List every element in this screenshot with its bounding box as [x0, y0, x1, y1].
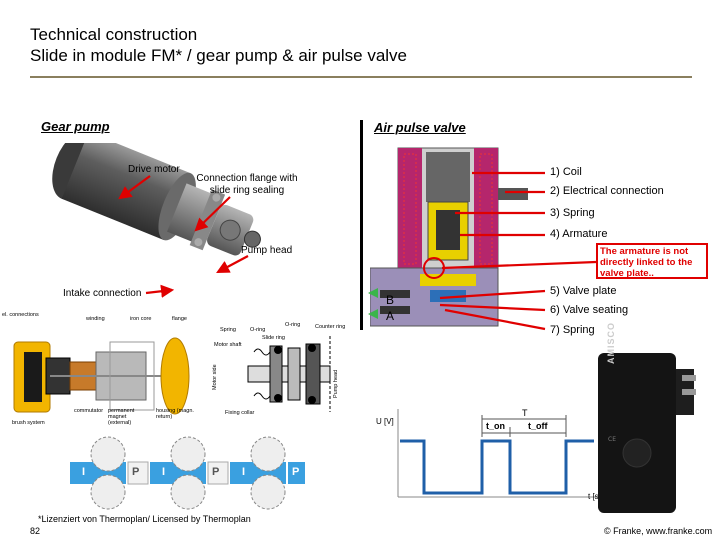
- seal-label-motor-shaft: Motor shaft: [214, 342, 242, 348]
- section-separator: [360, 120, 363, 330]
- seal-label-slide-ring: Slide ring: [262, 335, 285, 341]
- product-brand-label: AMISCO: [606, 322, 616, 364]
- seal-label-o-ring-2: O-ring: [285, 322, 301, 328]
- seal-label-counter-ring: Counter ring: [315, 324, 346, 330]
- gear-stages-diagram: [70, 436, 305, 510]
- signal-x-label: t [s]: [588, 492, 601, 501]
- label-drive-motor: Drive motor: [128, 164, 180, 175]
- armature-note: The armature is not directly linked to t…: [596, 243, 708, 279]
- seal-label-pump-head: Pump head: [333, 369, 339, 398]
- signal-t-off-label: t_off: [528, 421, 548, 431]
- seal-label-o-ring: O-ring: [250, 327, 266, 333]
- part-valve-seating: 6) Valve seating: [550, 304, 629, 316]
- svg-text:CE: CE: [608, 436, 616, 443]
- gear-label-i-2: I: [162, 466, 166, 478]
- title-line-1: Technical construction: [30, 25, 198, 44]
- gear-label-i-3: I: [242, 466, 246, 478]
- license-note: *Lizenziert von Thermoplan/ Licensed by …: [38, 514, 251, 524]
- motor-label-brush-system: brush system: [12, 420, 45, 426]
- pulse-signal-graph: [397, 409, 606, 498]
- motor-label-commutator: commutator: [74, 408, 104, 414]
- motor-label-housing: housing (magn. return): [156, 408, 194, 420]
- signal-period-label: T: [522, 408, 528, 418]
- motor-label-el-connections: el. connections: [2, 312, 39, 318]
- copyright: © Franke, www.franke.com: [604, 526, 713, 536]
- seal-diagram: [210, 326, 346, 422]
- signal-t-on-label: t_on: [486, 421, 505, 431]
- slide-title: Technical construction Slide in module F…: [30, 24, 407, 66]
- part-coil: 1) Coil: [550, 166, 582, 178]
- label-connection-flange: Connection flange with slide ring sealin…: [196, 173, 298, 196]
- gear-label-i-1: I: [82, 466, 86, 478]
- part-electrical-connection: 2) Electrical connection: [550, 185, 664, 197]
- motor-label-flange: flange: [172, 316, 187, 322]
- gear-label-p-2: P: [212, 466, 220, 478]
- gear-label-p-3: P: [292, 466, 300, 478]
- gear-label-p-1: P: [132, 466, 140, 478]
- page-number: 82: [30, 526, 41, 536]
- motor-exploded-diagram: [13, 337, 190, 415]
- motor-label-iron-core: iron core: [130, 316, 152, 322]
- title-line-2: Slide in module FM* / gear pump & air pu…: [30, 46, 408, 65]
- motor-label-permanent-magnet: permanent magnet (external): [108, 408, 135, 426]
- part-armature: 4) Armature: [550, 228, 608, 240]
- part-spring: 3) Spring: [550, 207, 595, 219]
- valve-cross-section: [370, 147, 528, 327]
- port-a-label: A: [386, 309, 395, 323]
- valve-product-photo: CE: [598, 353, 696, 513]
- seal-label-fixing-collar: Fixing collar: [225, 410, 255, 416]
- seal-label-spring: Spring: [220, 327, 236, 333]
- signal-y-label: U [V]: [376, 417, 394, 426]
- title-divider: [30, 76, 692, 78]
- gear-pump-heading: Gear pump: [41, 119, 110, 134]
- part-valve-plate: 5) Valve plate: [550, 285, 617, 297]
- seal-label-motor-side: Motor side: [212, 364, 218, 390]
- port-b-label: B: [386, 293, 395, 307]
- part-spring-7: 7) Spring: [550, 324, 595, 336]
- motor-label-winding: winding: [86, 316, 105, 322]
- label-intake-connection: Intake connection: [63, 288, 142, 299]
- air-pulse-valve-heading: Air pulse valve: [374, 120, 466, 135]
- label-pump-head: Pump head: [241, 245, 293, 256]
